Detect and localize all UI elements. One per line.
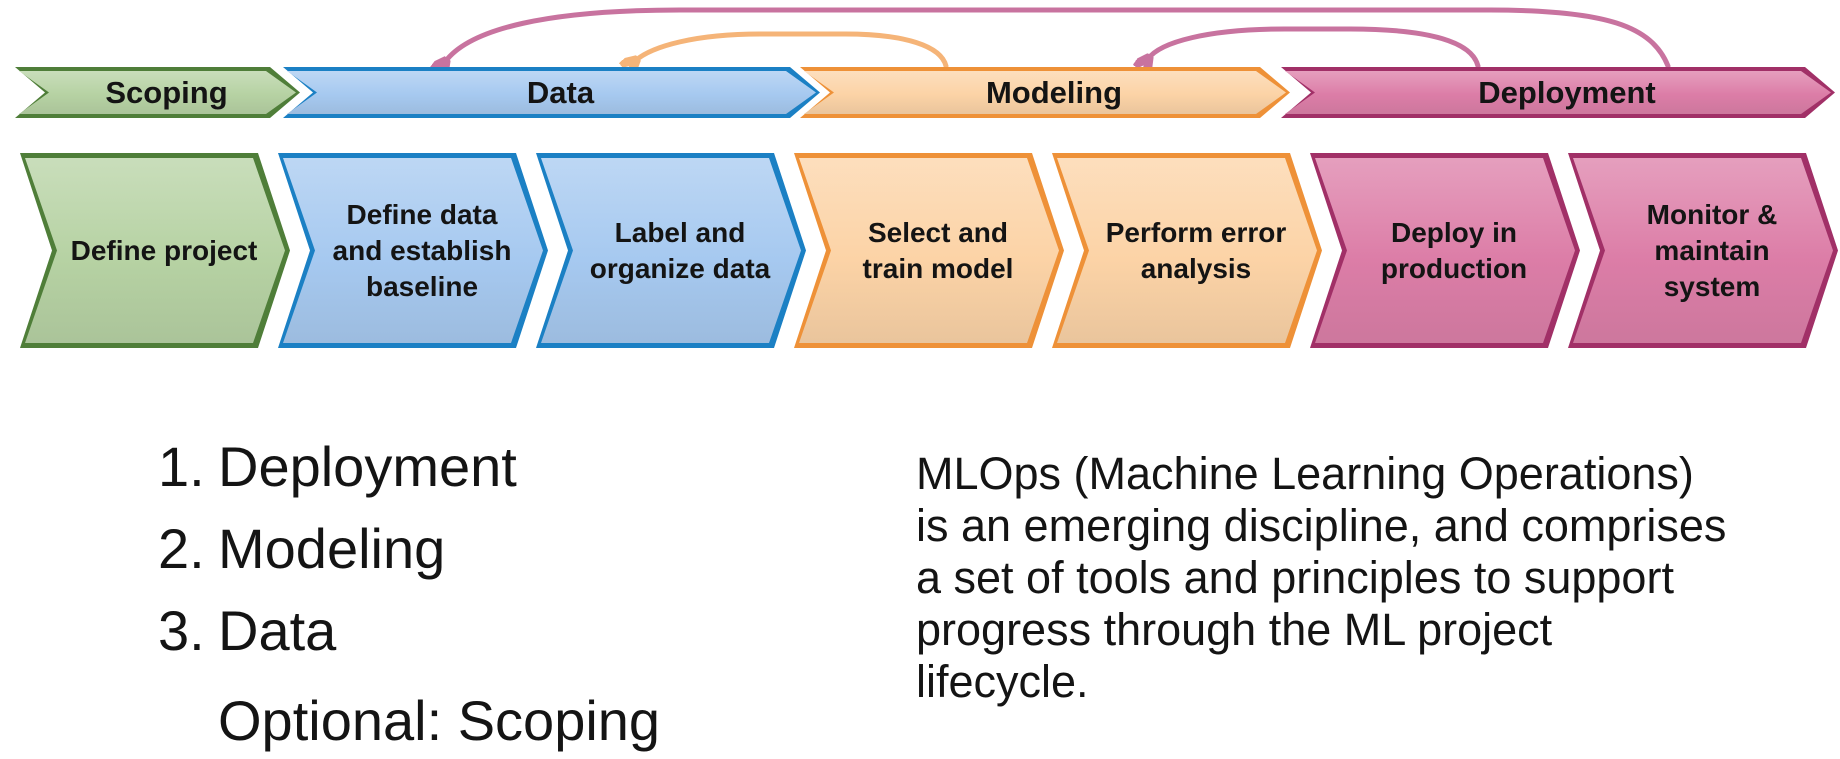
step-perform-error-analysis: Perform error analysis xyxy=(1052,153,1322,348)
phase-label-data: Data xyxy=(526,74,595,110)
step-define-project: Define project xyxy=(20,153,290,348)
phase-bar-scoping: Scoping xyxy=(15,67,300,118)
feedback-arrow-deployment-to-modeling xyxy=(1148,26,1481,66)
list-optional-line: Optional: Scoping xyxy=(218,689,661,752)
step-label-define-project: Define project xyxy=(70,234,258,266)
step-fill xyxy=(1573,158,1833,343)
step-label-perform-error-analysis: Perform error analysis xyxy=(1105,216,1287,284)
phase-bar-scoping-fill xyxy=(19,71,296,114)
phase-label-scoping: Scoping xyxy=(105,74,228,110)
step-label-organize-data: Label and organize data xyxy=(536,153,806,348)
phase-bar-data: Data xyxy=(283,67,820,118)
feedback-arrow-deployment-to-data xyxy=(445,7,1671,66)
planning-order-list: 1. Deployment 2. Modeling 3. Data Option… xyxy=(158,426,660,759)
phase-bar-deployment-fill xyxy=(1285,71,1831,114)
feedback-arrows-layer xyxy=(0,7,1671,150)
phase-label-deployment: Deployment xyxy=(1478,74,1656,110)
step-fill xyxy=(1315,158,1575,343)
phase-bar-modeling: Modeling xyxy=(800,67,1290,118)
step-fill xyxy=(541,158,801,343)
mlops-description: MLOps (Machine Learning Operations) is a… xyxy=(916,448,1727,707)
phase-bar-data-fill xyxy=(287,71,816,114)
step-define-data-baseline: Define data and establish baseline xyxy=(278,153,548,348)
list-item: 2. Modeling xyxy=(158,508,660,590)
list-item: 3. Data xyxy=(158,590,660,672)
list-item-label: Modeling xyxy=(218,517,446,580)
list-item-number: 1. xyxy=(158,435,205,498)
phase-bar-deployment: Deployment xyxy=(1281,67,1835,118)
step-monitor-maintain-system: Monitor & maintain system xyxy=(1568,153,1838,348)
feedback-arrow-modeling-to-data xyxy=(635,31,949,66)
step-deploy-in-production: Deploy in production xyxy=(1310,153,1580,348)
step-label-define-data-baseline: Define data and establish baseline xyxy=(332,198,512,302)
step-fill xyxy=(799,158,1059,343)
step-fill xyxy=(283,158,543,343)
step-label-select-train-model: Select and train model xyxy=(862,216,1014,284)
step-label-label-organize-data: Label and organize data xyxy=(589,216,771,284)
list-item-label: Deployment xyxy=(218,435,517,498)
phase-bar-modeling-fill xyxy=(804,71,1286,114)
step-label-deploy-in-production: Deploy in production xyxy=(1380,216,1528,284)
step-label-monitor-maintain-system: Monitor & maintain system xyxy=(1646,198,1778,302)
step-select-train-model: Select and train model xyxy=(794,153,1064,348)
step-fill xyxy=(25,158,285,343)
list-item-number: 3. xyxy=(158,599,205,662)
list-item: 1. Deployment xyxy=(158,426,660,508)
step-fill xyxy=(1057,158,1317,343)
list-item-number: 2. xyxy=(158,517,205,580)
list-item-label: Data xyxy=(218,599,337,662)
phase-label-modeling: Modeling xyxy=(985,74,1123,110)
